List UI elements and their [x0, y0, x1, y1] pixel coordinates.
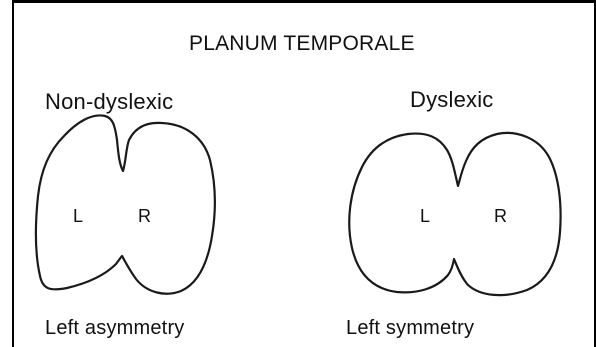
dyslexic-caption: Left symmetry [346, 318, 474, 338]
non-dyslexic-caption: Left asymmetry [45, 318, 185, 338]
dyslexic-left-hemisphere-label: L [420, 207, 430, 225]
non-dyslexic-planum-outline [36, 115, 215, 293]
non-dyslexic-left-hemisphere-label: L [73, 207, 83, 225]
non-dyslexic-right-hemisphere-label: R [138, 207, 151, 225]
dyslexic-right-hemisphere-label: R [494, 207, 507, 225]
dyslexic-planum-outline [349, 133, 560, 295]
